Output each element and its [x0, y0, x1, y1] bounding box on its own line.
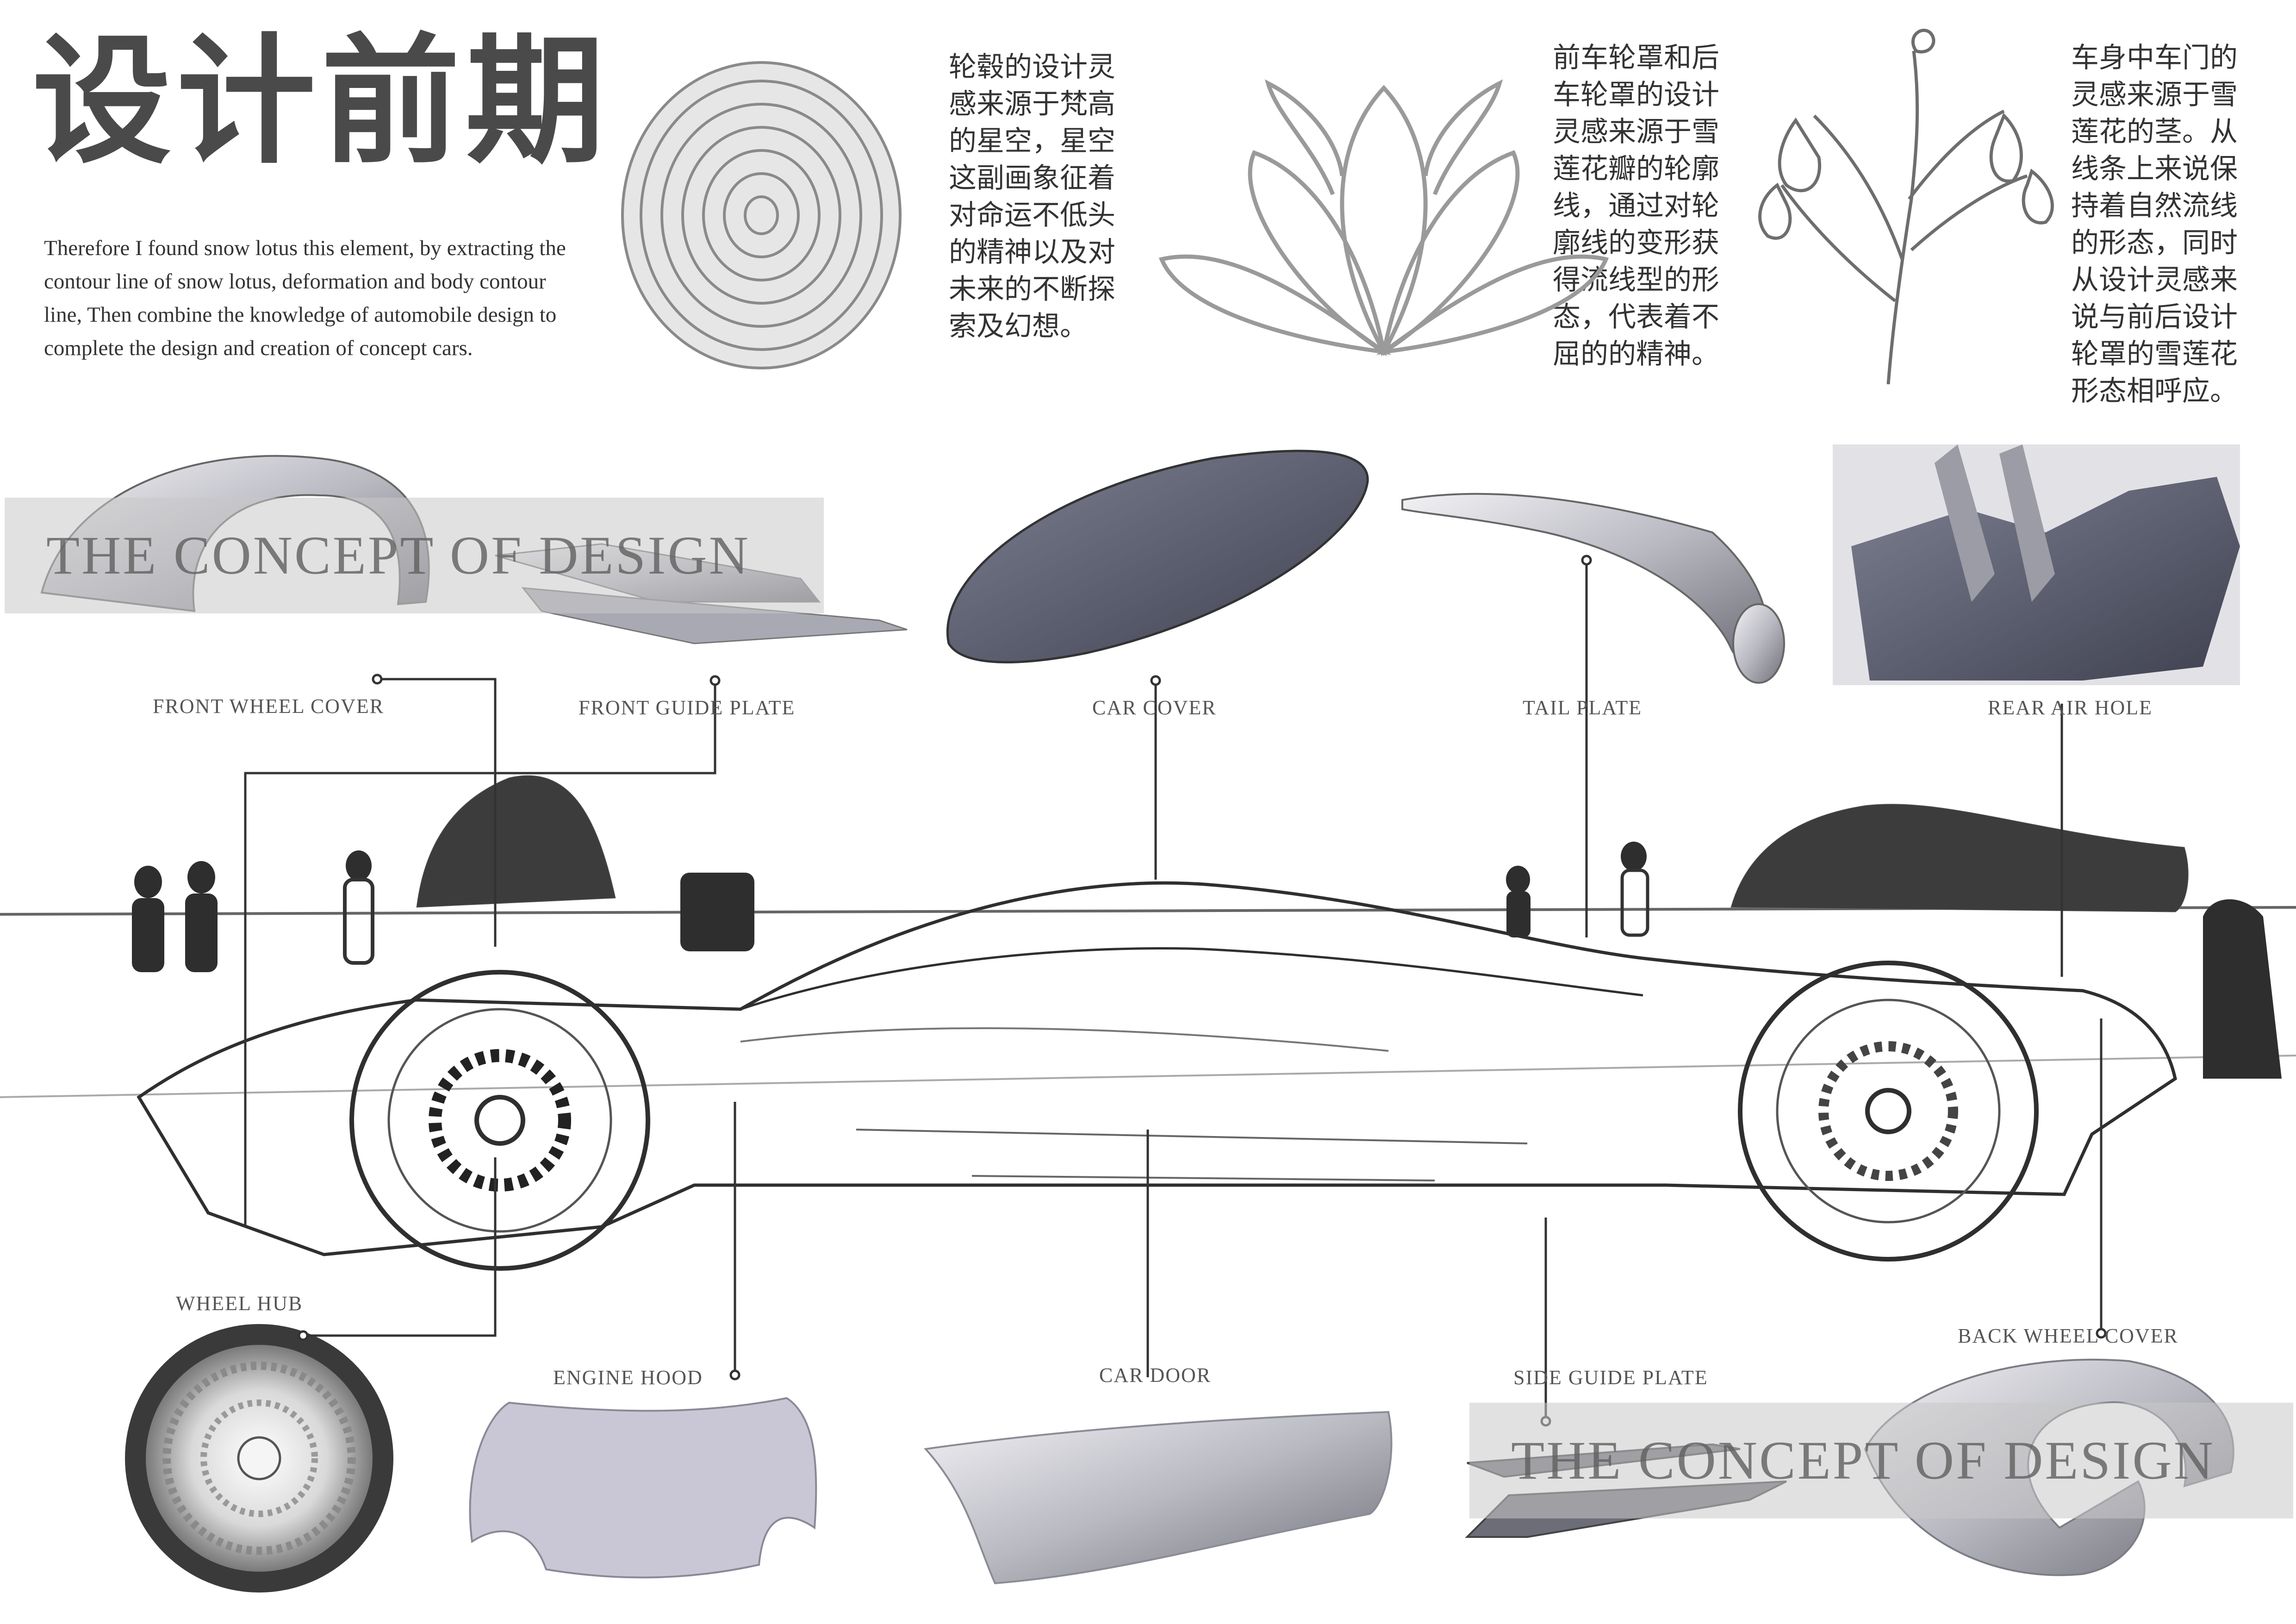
concept-banner-top: THE CONCEPT OF DESIGN: [5, 498, 824, 613]
label-car-door: CAR DOOR: [1099, 1364, 1212, 1387]
label-tail-plate: TAIL PLATE: [1523, 696, 1643, 719]
front-wheel-sketch: [349, 970, 650, 1271]
page-title: 设计前期: [32, 21, 610, 182]
label-rear-air-hole: REAR AIR HOLE: [1988, 696, 2153, 719]
intro-paragraph: Therefore I found snow lotus this elemen…: [44, 236, 566, 360]
car-door-part: [924, 1411, 1393, 1585]
concept-banner-bottom: THE CONCEPT OF DESIGN: [1469, 1403, 2293, 1518]
wheel-hub-note: 轮毂的设计灵感来源于梵高的星空，星空这副画象征着 对命运不低头的精神以及对未来的…: [949, 51, 1115, 343]
snow-lotus-outline-icon: [1158, 79, 1609, 356]
tail-plate-part: [1401, 493, 1785, 684]
rear-wheel-sketch: [1738, 961, 2039, 1262]
engine-hood-part: [469, 1397, 817, 1579]
snow-lotus-stem-icon: [1758, 29, 2054, 385]
concept-car-sketch: [137, 881, 2177, 1271]
rear-air-hole-part: [1833, 444, 2240, 685]
label-side-guide-plate: SIDE GUIDE PLATE: [1513, 1366, 1708, 1389]
car-cover-part: [946, 450, 1369, 663]
label-back-wheel-cover: BACK WHEEL COVER: [1958, 1324, 2178, 1347]
label-front-wheel-cover: FRONT WHEEL COVER: [153, 695, 385, 718]
label-wheel-hub: WHEEL HUB: [176, 1292, 303, 1315]
wheel-cover-note: 前车轮罩和后车轮罩的设计灵感来源于雪莲花瓣的轮廓 线，通过对轮廓线的变形获得流线…: [1553, 42, 1719, 370]
car-door-note: 车身中车门的灵感来源于雪莲花的茎。从线条上来说保 持着自然流线的形态，同时从设计…: [2071, 42, 2238, 407]
label-front-guide-plate: FRONT GUIDE PLATE: [579, 696, 796, 719]
starry-night-swirl-icon: [621, 61, 902, 369]
label-engine-hood: ENGINE HOOD: [553, 1366, 703, 1389]
leader-lines: [244, 555, 2107, 1427]
label-car-cover: CAR COVER: [1092, 696, 1217, 719]
wheel-hub-part: [125, 1324, 393, 1593]
people-silhouettes: [132, 842, 2282, 1079]
scene-background: [0, 775, 2296, 1098]
